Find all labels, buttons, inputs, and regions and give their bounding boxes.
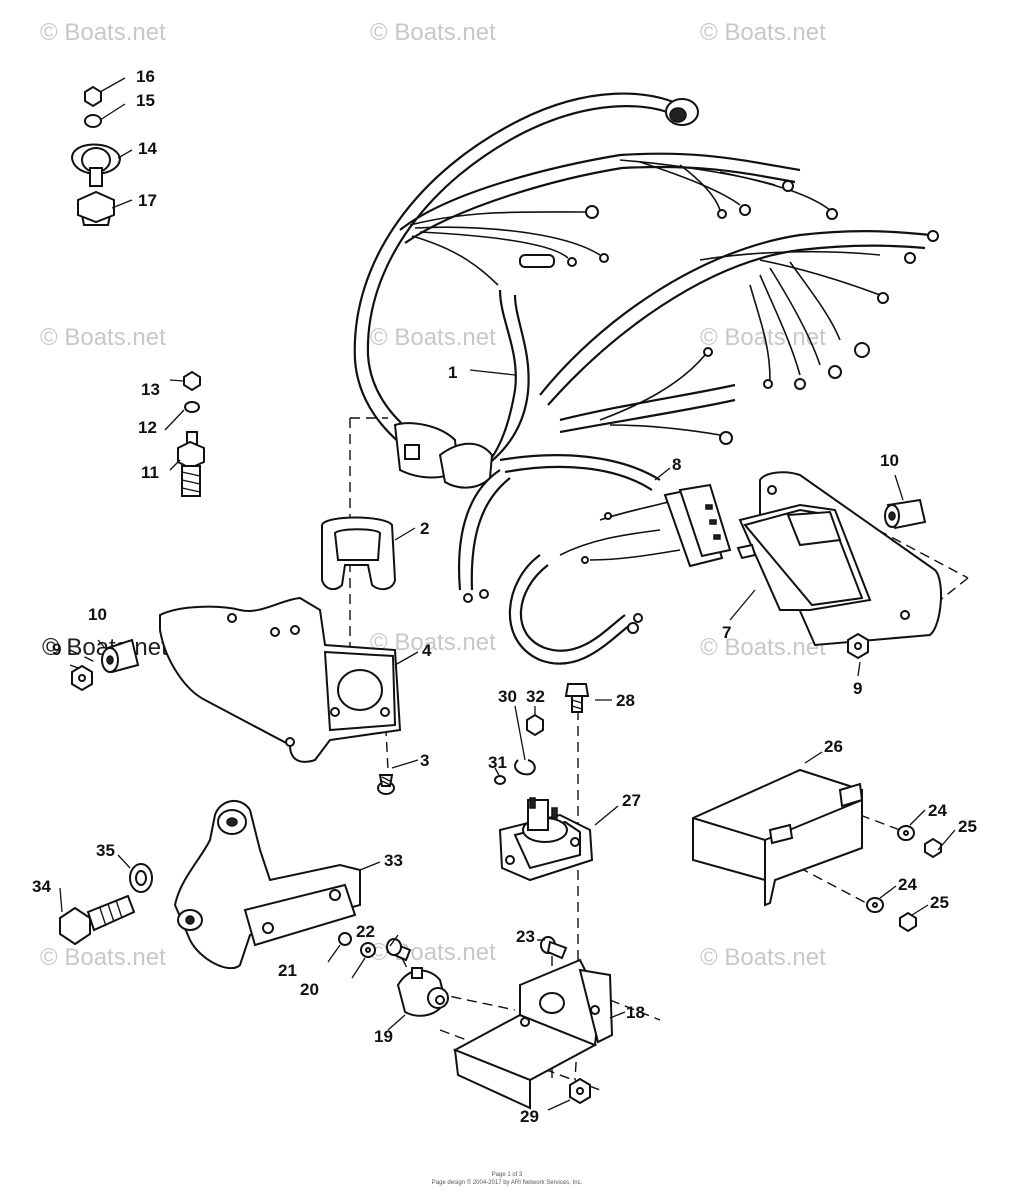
callout-25-top: 25 (958, 817, 977, 836)
engine-bracket-33 (173, 800, 361, 970)
nut-16 (84, 85, 102, 108)
spacer-10-right (884, 498, 927, 530)
callout-20: 20 (300, 980, 319, 999)
secondary-harness-connector (663, 483, 732, 568)
sensor-19 (396, 967, 449, 1017)
callout-2: 2 (420, 519, 429, 538)
callout-11: 11 (141, 463, 159, 482)
watermark-10: © Boats.net (40, 944, 166, 971)
callout-34: 34 (32, 877, 51, 896)
dash-spacer-10-left (69, 649, 96, 663)
bracket-18 (452, 958, 614, 1110)
watermark-2: © Boats.net (370, 19, 496, 46)
nut-21 (338, 932, 352, 946)
watermark-12: © Boats.net (700, 944, 826, 971)
screw-3 (377, 774, 395, 795)
harness-main-plug (393, 422, 494, 489)
callout-28: 28 (616, 691, 635, 710)
callout-31: 31 (488, 753, 507, 772)
washer-31 (494, 775, 506, 785)
nut-25b (899, 911, 917, 933)
harness-end-connector (665, 98, 699, 126)
ring-terminals (567, 180, 939, 445)
callout-27: 27 (622, 791, 641, 810)
control-module (736, 471, 942, 647)
bolt-34 (59, 894, 136, 946)
callout-32: 32 (526, 687, 545, 706)
secondary-harness (458, 454, 732, 665)
screw-23 (540, 936, 568, 960)
callout-19: 19 (374, 1027, 393, 1046)
dash-to-screw-3 (384, 709, 389, 771)
connector-boot (321, 516, 397, 591)
nut-25a (924, 837, 942, 859)
dash-washer-24a (859, 814, 901, 831)
callout-16: 16 (136, 67, 155, 86)
callout-3: 3 (420, 751, 429, 770)
wiring-harness (353, 92, 939, 489)
nut-32 (526, 713, 544, 737)
callout-23: 23 (516, 927, 535, 946)
callout-12: 12 (138, 418, 157, 437)
leader-lines (59, 77, 956, 1111)
footer: Page 1 of 3 Page design © 2004-2017 by A… (432, 1172, 583, 1186)
callout-33: 33 (384, 851, 403, 870)
nut-29 (569, 1077, 591, 1105)
callout-30: 30 (498, 687, 517, 706)
dash-bracket-18-b (609, 999, 661, 1021)
callout-25-bottom: 25 (930, 893, 949, 912)
watermark-1: © Boats.net (40, 19, 166, 46)
callout-22: 22 (356, 922, 375, 941)
cover-26 (692, 768, 864, 907)
sender-assembly-top (70, 85, 122, 226)
watermark-5: © Boats.net (370, 324, 496, 351)
callout-24-top: 24 (928, 801, 947, 820)
dash-spacer-10 (877, 529, 969, 579)
callout-35: 35 (96, 841, 115, 860)
watermark-4: © Boats.net (40, 324, 166, 351)
callout-17: 17 (138, 191, 157, 210)
callout-7: 7 (722, 623, 731, 642)
callout-10-left: 10 (88, 605, 107, 624)
callout-29: 29 (520, 1107, 539, 1126)
fasteners-24-25 (866, 825, 942, 933)
callout-1: 1 (448, 363, 457, 382)
watermark-3: © Boats.net (700, 19, 826, 46)
callout-8: 8 (672, 455, 681, 474)
lock-washer-35 (129, 863, 153, 893)
callout-15: 15 (136, 91, 155, 110)
clip-30 (514, 759, 536, 776)
solenoid-27 (498, 797, 594, 882)
callout-10-right: 10 (880, 451, 899, 470)
nut-9-left (71, 664, 93, 692)
watermark-9: © Boats.net (700, 634, 826, 661)
sender-assembly-middle (177, 370, 205, 497)
watermarks: © Boats.net © Boats.net © Boats.net © Bo… (40, 19, 826, 971)
callout-21: 21 (278, 961, 297, 980)
callout-labels: 16 15 14 17 13 12 11 1 2 4 3 10 8 7 9 10… (32, 67, 977, 1126)
harness-sleeve (519, 254, 555, 268)
fasteners-30-32 (494, 713, 544, 785)
washer-15 (84, 114, 102, 128)
callout-14: 14 (138, 139, 157, 158)
mounting-plate (159, 596, 402, 763)
callout-24-bottom: 24 (898, 875, 917, 894)
callout-18: 18 (626, 1003, 645, 1022)
washer-12 (184, 401, 200, 413)
bolt-28 (564, 683, 590, 713)
spacer-10-left (101, 638, 140, 674)
callout-26: 26 (824, 737, 843, 756)
nut-13 (183, 370, 201, 392)
footer-page: Page 1 of 3 (492, 1172, 523, 1178)
fasteners-20-22 (338, 932, 412, 962)
callout-4: 4 (422, 641, 432, 660)
callout-9-right: 9 (853, 679, 862, 698)
nut-9-right (847, 632, 869, 660)
callout-13: 13 (141, 380, 160, 399)
callout-9-left: 9 (52, 640, 61, 659)
footer-copyright: Page design © 2004-2017 by ARI Network S… (432, 1179, 583, 1186)
